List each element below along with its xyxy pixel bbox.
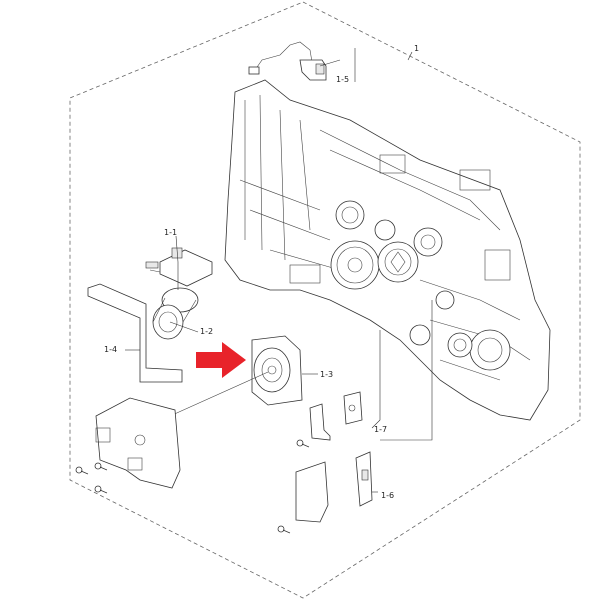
callout-1-2: 1-2 bbox=[200, 327, 213, 336]
callout-1-3: 1-3 bbox=[320, 370, 333, 379]
part-1-3-motor bbox=[149, 335, 303, 426]
part-1-6-sensor-bracket bbox=[295, 451, 373, 523]
part-1-1-sensor-board bbox=[145, 247, 213, 287]
leader-lines bbox=[125, 48, 433, 493]
callout-1-7: 1-7 bbox=[374, 425, 387, 434]
bracket-plate-left bbox=[95, 397, 181, 489]
part-1-2-gear-pulley bbox=[152, 287, 199, 340]
assembly-boundary bbox=[69, 1, 581, 599]
part-1-5-sensor-harness bbox=[248, 41, 327, 81]
callout-1-6: 1-6 bbox=[381, 491, 394, 500]
part-1-4-flat-cable bbox=[87, 283, 183, 383]
red-arrow-icon bbox=[196, 342, 246, 378]
callout-1-1: 1-1 bbox=[164, 228, 177, 237]
main-frame bbox=[224, 79, 551, 421]
part-1-7-bracket bbox=[309, 391, 363, 441]
callout-1: 1 bbox=[414, 44, 419, 53]
screw-icon bbox=[75, 439, 310, 534]
callout-1-5: 1-5 bbox=[336, 75, 349, 84]
callout-1-4: 1-4 bbox=[104, 345, 117, 354]
